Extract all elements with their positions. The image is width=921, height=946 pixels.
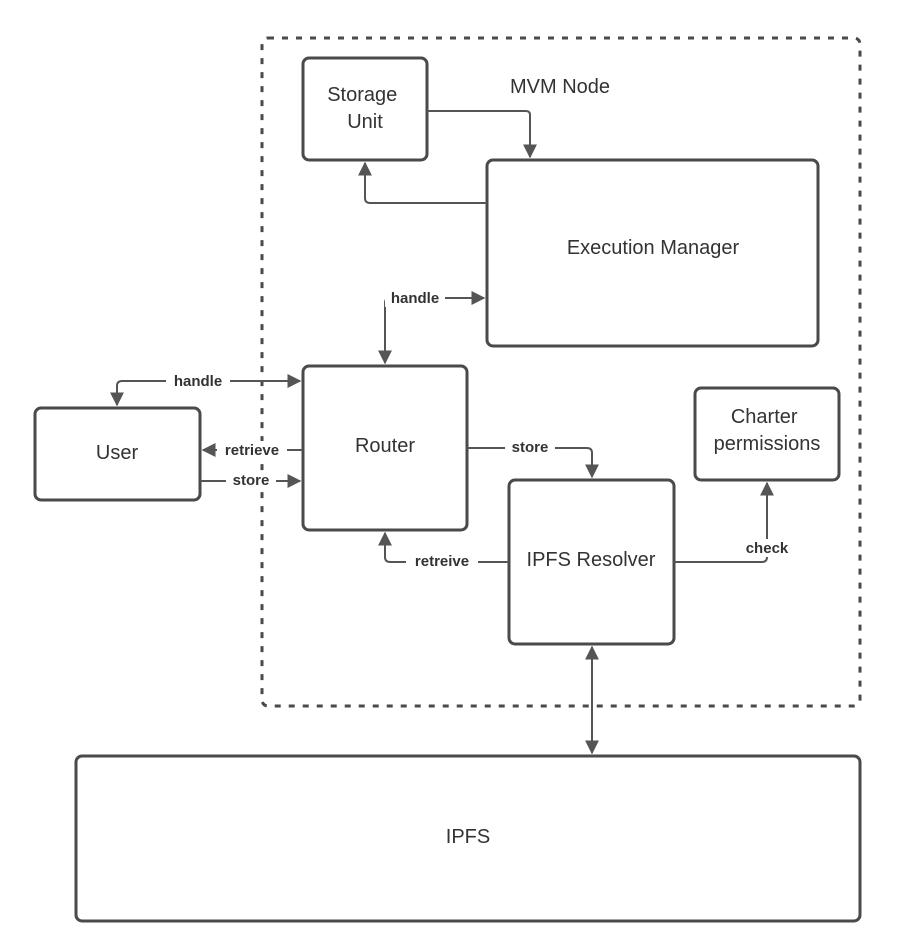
edge-label-store-user-router: store bbox=[233, 472, 270, 489]
edge-label-bg-retreive bbox=[406, 553, 478, 571]
edge-label-bg-store-2 bbox=[505, 439, 555, 457]
charter-label-line2: permissions bbox=[714, 433, 821, 455]
charter-permissions-node[interactable]: Charter permissions bbox=[693, 386, 841, 482]
storage-unit-label-line1: Storage bbox=[327, 84, 397, 106]
edge-label-bg-handle-2 bbox=[166, 372, 230, 390]
edge-router-resolver-store bbox=[467, 447, 599, 479]
edge-label-retrieve: retrieve bbox=[225, 442, 279, 459]
edge-label-bg-retrieve bbox=[217, 441, 287, 459]
edge-resolver-router-retreive bbox=[378, 531, 509, 563]
edge-label-bg-store-1 bbox=[226, 472, 276, 490]
storage-unit-node[interactable]: Storage Unit bbox=[301, 56, 429, 162]
ipfs-label: IPFS bbox=[446, 826, 490, 848]
router-node[interactable]: Router bbox=[301, 364, 469, 532]
ipfs-resolver-node[interactable]: IPFS Resolver bbox=[507, 478, 676, 646]
ipfs-node[interactable]: IPFS bbox=[74, 754, 862, 923]
edge-storage-to-execution bbox=[427, 110, 537, 159]
edge-label-bg-handle-1 bbox=[385, 289, 445, 307]
user-node[interactable]: User bbox=[33, 406, 202, 502]
edge-label-handle-router-execution: handle bbox=[391, 290, 439, 307]
execution-manager-label: Execution Manager bbox=[567, 237, 740, 259]
router-label: Router bbox=[355, 435, 415, 457]
edge-resolver-charter-check bbox=[674, 481, 774, 563]
edge-user-router-handle bbox=[110, 374, 302, 407]
svg-text:Storage Unit: Storage Unit bbox=[327, 84, 403, 133]
edge-router-execution-handle bbox=[378, 291, 486, 365]
svg-text:Charter permissions: Charter permissions bbox=[714, 406, 821, 455]
edge-execution-to-storage bbox=[358, 161, 487, 204]
execution-manager-node[interactable]: Execution Manager bbox=[485, 158, 820, 348]
edge-label-store-router-resolver: store bbox=[512, 439, 549, 456]
edge-label-bg-check bbox=[739, 539, 795, 557]
edge-label-check: check bbox=[746, 540, 789, 557]
edge-label-retreive: retreive bbox=[415, 553, 469, 570]
ipfs-resolver-label: IPFS Resolver bbox=[527, 549, 656, 571]
edge-label-handle-user-router: handle bbox=[174, 373, 222, 390]
mvm-node-label: MVM Node bbox=[510, 76, 610, 98]
charter-label-line1: Charter bbox=[731, 406, 798, 428]
user-label: User bbox=[96, 442, 139, 464]
storage-unit-label-line2: Unit bbox=[347, 111, 383, 133]
